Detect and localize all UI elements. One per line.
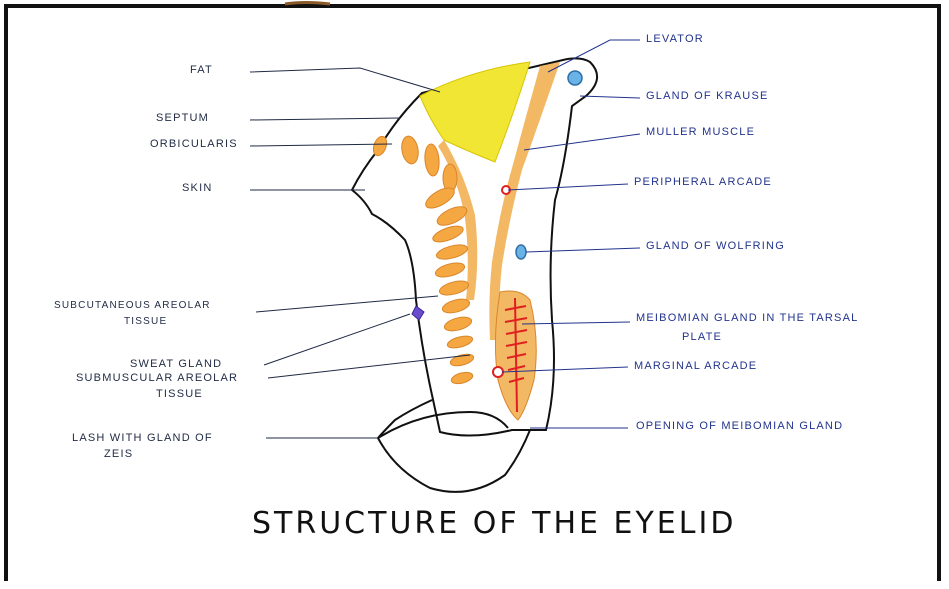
label-meibomian-gland-line1: Meibomian Gland In The Tarsal — [636, 312, 858, 324]
label-opening-of-meibomian-gland: Opening Of Meibomian Gland — [636, 420, 843, 432]
diagram-title: Structure Of The Eyelid — [252, 506, 736, 541]
label-submuscular-areolar-line1: Submuscular Areolar — [76, 372, 238, 384]
label-meibomian-gland-line2: Plate — [682, 331, 722, 343]
label-skin: Skin — [182, 182, 212, 194]
marginal-arcade — [493, 367, 503, 377]
gland-of-krause — [568, 71, 582, 85]
label-muller-muscle: Muller Muscle — [646, 126, 755, 138]
label-sweat-gland: Sweat Gland — [130, 358, 222, 370]
label-fat: Fat — [190, 64, 213, 76]
gland-of-wolfring — [516, 245, 526, 259]
label-septum: Septum — [156, 112, 209, 124]
label-orbicularis: Orbicularis — [150, 138, 238, 150]
label-peripheral-arcade: Peripheral Arcade — [634, 176, 772, 188]
label-levator: Levator — [646, 33, 704, 45]
label-gland-of-wolfring: Gland Of Wolfring — [646, 240, 785, 252]
label-marginal-arcade: Marginal Arcade — [634, 360, 757, 372]
top-smudge — [285, 3, 330, 5]
label-subcutaneous-areolar-line2: Tissue — [124, 316, 167, 327]
label-gland-of-krause: Gland Of Krause — [646, 90, 769, 102]
label-subcutaneous-areolar-line1: Subcutaneous Areolar — [54, 300, 211, 311]
label-lash-line2: Zeis — [104, 448, 133, 460]
label-submuscular-areolar-line2: Tissue — [156, 388, 203, 400]
label-lash-line1: Lash With Gland Of — [72, 432, 213, 444]
